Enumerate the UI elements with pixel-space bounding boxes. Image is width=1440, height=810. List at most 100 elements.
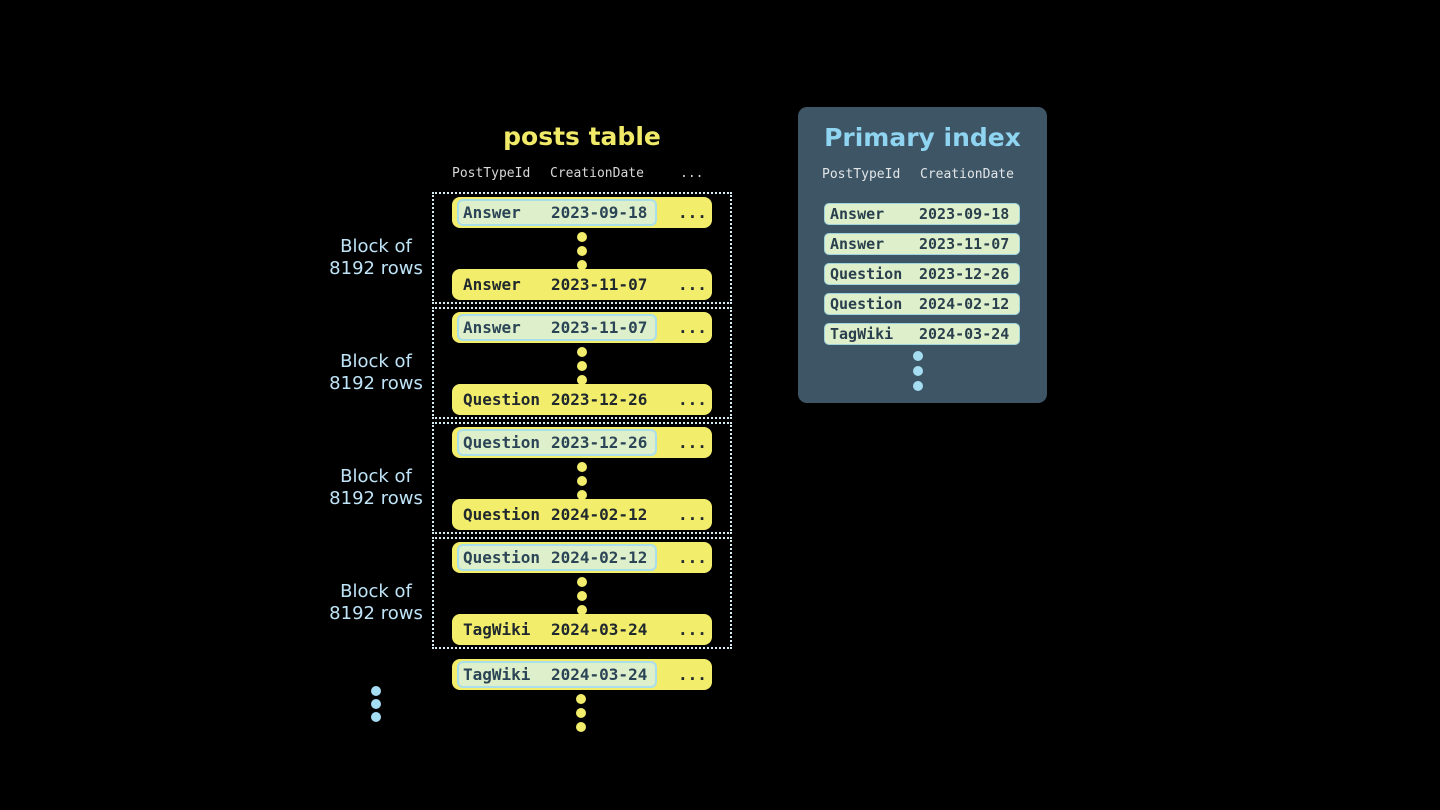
dot: [577, 361, 587, 371]
column-header-more: ...: [680, 166, 704, 181]
row-posttypeid: Question: [463, 390, 541, 409]
row-posttypeid: TagWiki: [463, 665, 531, 684]
index-posttypeid: Question: [830, 295, 903, 313]
block-label-line2: 8192 rows: [329, 258, 423, 279]
row-cells: Question 2023-12-26: [457, 386, 657, 413]
block-label-line1: Block of: [340, 581, 412, 602]
dot: [577, 476, 587, 486]
row-creationdate: 2023-11-07: [551, 275, 648, 294]
dot: [577, 490, 587, 500]
index-posttypeid: Question: [830, 265, 903, 283]
row-posttypeid: Question: [463, 433, 541, 452]
dot: [371, 699, 381, 709]
dot: [577, 591, 587, 601]
dot: [577, 462, 587, 472]
column-header-creationdate: CreationDate: [920, 167, 1014, 182]
row-creationdate: 2023-11-07: [551, 318, 648, 337]
posts-table-column-headers: PostTypeId CreationDate ...: [452, 166, 703, 181]
row-posttypeid: Answer: [463, 318, 521, 337]
block-label: Block of 8192 rows: [316, 351, 436, 395]
block-label: Block of 8192 rows: [316, 466, 436, 510]
block-label: Block of 8192 rows: [316, 581, 436, 625]
index-continues-dots: [913, 351, 923, 391]
block-label-line2: 8192 rows: [329, 603, 423, 624]
table-row-first: Answer 2023-11-07 ...: [452, 312, 712, 343]
ellipsis-dots: [434, 462, 730, 500]
row-creationdate: 2024-02-12: [551, 548, 648, 567]
row-creationdate: 2024-03-24: [551, 665, 648, 684]
index-creationdate: 2023-11-07: [919, 235, 1010, 253]
column-header-posttypeid: PostTypeId: [822, 167, 901, 182]
row-more-columns: ...: [678, 548, 707, 567]
row-highlight: Answer 2023-09-18: [457, 199, 657, 226]
rows-block-3: Block of 8192 rows Question 2023-12-26 .…: [329, 422, 732, 534]
block-label: Block of 8192 rows: [316, 236, 436, 280]
index-creationdate: 2024-02-12: [919, 295, 1010, 313]
block-label-line1: Block of: [340, 236, 412, 257]
rows-block-2: Block of 8192 rows Answer 2023-11-07 ...…: [329, 307, 732, 419]
dot: [577, 347, 587, 357]
block-label-line1: Block of: [340, 351, 412, 372]
row-cells: Answer 2023-11-07: [457, 271, 657, 298]
block-label-line2: 8192 rows: [329, 373, 423, 394]
index-row: Answer 2023-09-18: [824, 203, 1020, 225]
index-creationdate: 2023-12-26: [919, 265, 1010, 283]
column-header-posttypeid: PostTypeId: [452, 166, 531, 181]
primary-index-rows: Answer 2023-09-18 Answer 2023-11-07 Ques…: [824, 203, 1020, 345]
dot: [371, 686, 381, 696]
row-highlight: Answer 2023-11-07: [457, 314, 657, 341]
posts-table-blocks: Block of 8192 rows Answer 2023-09-18 ...…: [329, 192, 732, 649]
row-posttypeid: Question: [463, 505, 541, 524]
row-creationdate: 2023-12-26: [551, 433, 648, 452]
ellipsis-dots: [434, 347, 730, 385]
index-row: Question 2023-12-26: [824, 263, 1020, 285]
dot: [576, 722, 586, 732]
dot: [576, 708, 586, 718]
row-more-columns: ...: [678, 505, 707, 524]
table-row-last: Answer 2023-11-07 ...: [452, 269, 712, 300]
index-posttypeid: Answer: [830, 205, 885, 223]
row-creationdate: 2023-09-18: [551, 203, 648, 222]
row-highlight: Question 2024-02-12: [457, 544, 657, 571]
overflow-row: TagWiki 2024-03-24 ...: [452, 659, 712, 690]
dot: [371, 712, 381, 722]
row-posttypeid: Answer: [463, 275, 521, 294]
row-cells: Question 2024-02-12: [457, 501, 657, 528]
row-creationdate: 2024-03-24: [551, 620, 648, 639]
table-row-first: Question 2023-12-26 ...: [452, 427, 712, 458]
table-row-first: Answer 2023-09-18 ...: [452, 197, 712, 228]
row-highlight: TagWiki 2024-03-24: [457, 661, 657, 688]
dot: [577, 260, 587, 270]
primary-index-column-headers: PostTypeId CreationDate: [822, 167, 1014, 182]
row-highlight: Question 2023-12-26: [457, 429, 657, 456]
ellipsis-dots: [434, 577, 730, 615]
block-label-line2: 8192 rows: [329, 488, 423, 509]
row-more-columns: ...: [678, 620, 707, 639]
dot: [577, 605, 587, 615]
row-posttypeid: Question: [463, 548, 541, 567]
dot: [577, 375, 587, 385]
row-creationdate: 2024-02-12: [551, 505, 648, 524]
table-row-last: Question 2023-12-26 ...: [452, 384, 712, 415]
ellipsis-dots: [434, 232, 730, 270]
table-row-first: Question 2024-02-12 ...: [452, 542, 712, 573]
index-creationdate: 2023-09-18: [919, 205, 1010, 223]
index-posttypeid: TagWiki: [830, 325, 894, 343]
table-row-last: TagWiki 2024-03-24 ...: [452, 614, 712, 645]
row-more-columns: ...: [678, 665, 707, 684]
dot: [913, 381, 923, 391]
dot: [576, 694, 586, 704]
rows-block-1: Block of 8192 rows Answer 2023-09-18 ...…: [329, 192, 732, 304]
row-more-columns: ...: [678, 390, 707, 409]
block-label-line1: Block of: [340, 466, 412, 487]
index-posttypeid: Answer: [830, 235, 885, 253]
row-more-columns: ...: [678, 275, 707, 294]
row-posttypeid: TagWiki: [463, 620, 531, 639]
row-creationdate: 2023-12-26: [551, 390, 648, 409]
index-row: Answer 2023-11-07: [824, 233, 1020, 255]
row-more-columns: ...: [678, 433, 707, 452]
table-continues-dots: [576, 694, 586, 732]
index-row: TagWiki 2024-03-24: [824, 323, 1020, 345]
blocks-continue-dots: [371, 686, 381, 722]
